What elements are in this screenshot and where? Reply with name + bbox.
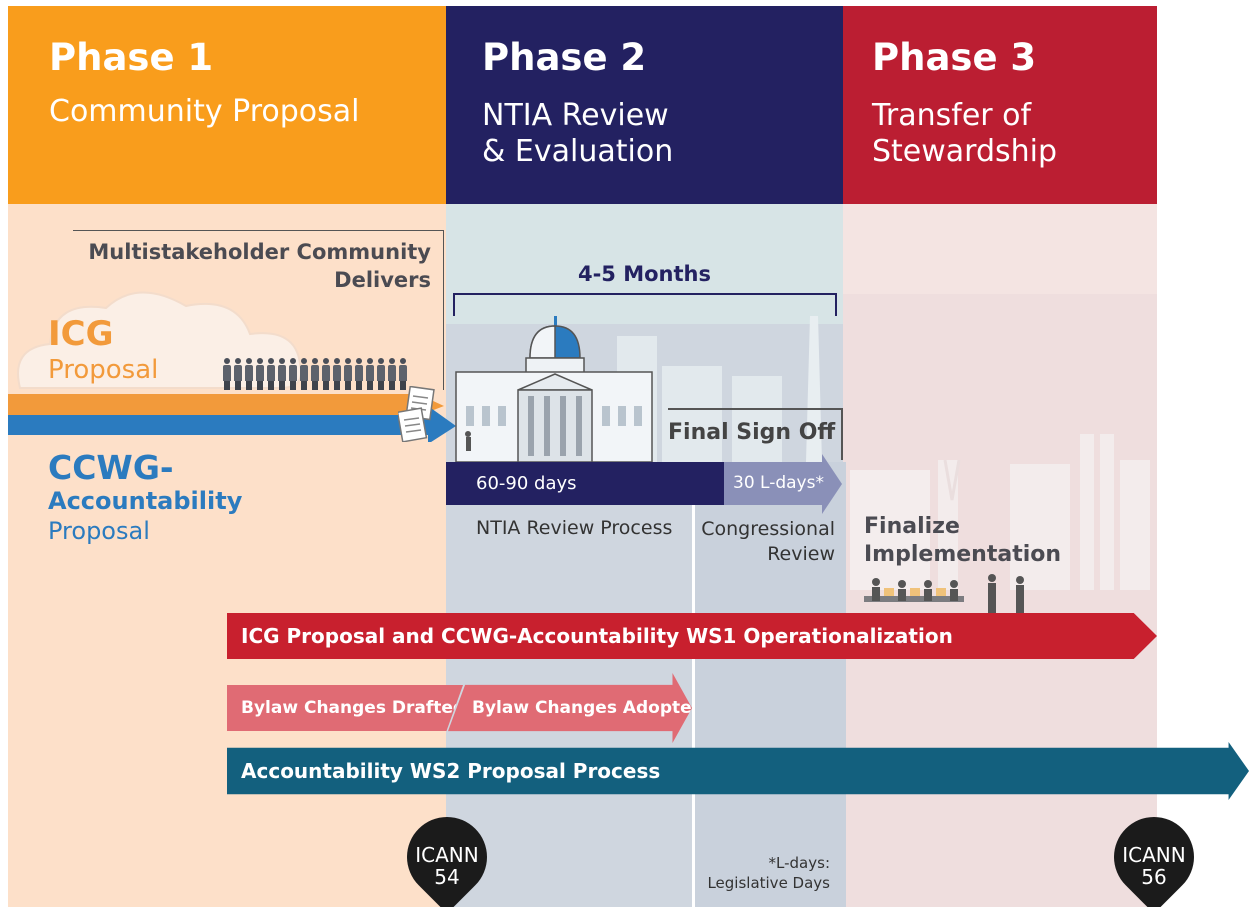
phase3-number: Phase 3 (872, 36, 1037, 79)
final-sign-off-label: Final Sign Off (668, 420, 836, 445)
community-bracket (73, 230, 444, 231)
ccwg-title: CCWG- (48, 448, 174, 487)
community-label: Multistakeholder Community Delivers (88, 240, 431, 292)
icg-subtitle: Proposal (48, 355, 159, 385)
bylaw-drafted-bar: Bylaw Changes Drafted (227, 685, 463, 731)
footnote-label: *L-days: Legislative Days (707, 854, 830, 892)
phase2-header: Phase 2 NTIA Review & Evaluation (446, 6, 843, 204)
icann54-label: ICANN 54 (415, 843, 479, 889)
icg-title: ICG (48, 314, 114, 354)
phase2-sky (446, 204, 843, 324)
crowd-icon (222, 358, 422, 394)
ccwg-line3: Proposal (48, 517, 150, 545)
phase1-name: Community Proposal (49, 94, 360, 129)
ws1-label: ICG Proposal and CCWG-Accountability WS1… (241, 624, 953, 648)
congressional-column (692, 462, 846, 907)
l-days-label: 30 L-days* (733, 473, 824, 493)
ws1-bar: ICG Proposal and CCWG-Accountability WS1… (227, 613, 1157, 659)
ntia-process-label: NTIA Review Process (476, 517, 673, 539)
bylaw-drafted-label: Bylaw Changes Drafted (241, 698, 466, 718)
phase1-header: Phase 1 Community Proposal (8, 6, 446, 204)
ws2-label: Accountability WS2 Proposal Process (241, 759, 661, 783)
community-bracket-side (443, 230, 444, 390)
document-icon (398, 386, 435, 442)
proposal-arrows (8, 394, 456, 442)
industrial-skyline-icon (850, 434, 1150, 590)
finalize-label: Finalize Implementation (864, 514, 1062, 567)
congressional-review-label: Congressional Review (701, 518, 835, 565)
ntia-days-bar: 60-90 days (446, 462, 724, 505)
phase3-sky (843, 204, 1157, 294)
capitol-building-icon (455, 316, 653, 462)
phase2-number: Phase 2 (482, 36, 647, 79)
ccwg-line2: Accountability (48, 487, 243, 515)
cloud-icon (17, 291, 302, 389)
duration-bracket (453, 293, 837, 316)
final-sign-off-border (668, 408, 843, 460)
duration-label: 4-5 Months (577, 262, 711, 286)
phase3-name: Transfer of Stewardship (872, 98, 1058, 169)
ws2-bar: Accountability WS2 Proposal Process (227, 742, 1249, 800)
phase1-number: Phase 1 (49, 36, 214, 79)
phase3-header: Phase 3 Transfer of Stewardship (843, 6, 1157, 204)
bylaw-adopted-label: Bylaw Changes Adopted (472, 698, 704, 718)
icann56-label: ICANN 56 (1122, 843, 1186, 889)
ntia-days-label: 60-90 days (476, 473, 577, 494)
l-days-arrow (724, 454, 842, 514)
workers-icon (864, 574, 1024, 613)
phase2-name: NTIA Review & Evaluation (482, 98, 674, 169)
